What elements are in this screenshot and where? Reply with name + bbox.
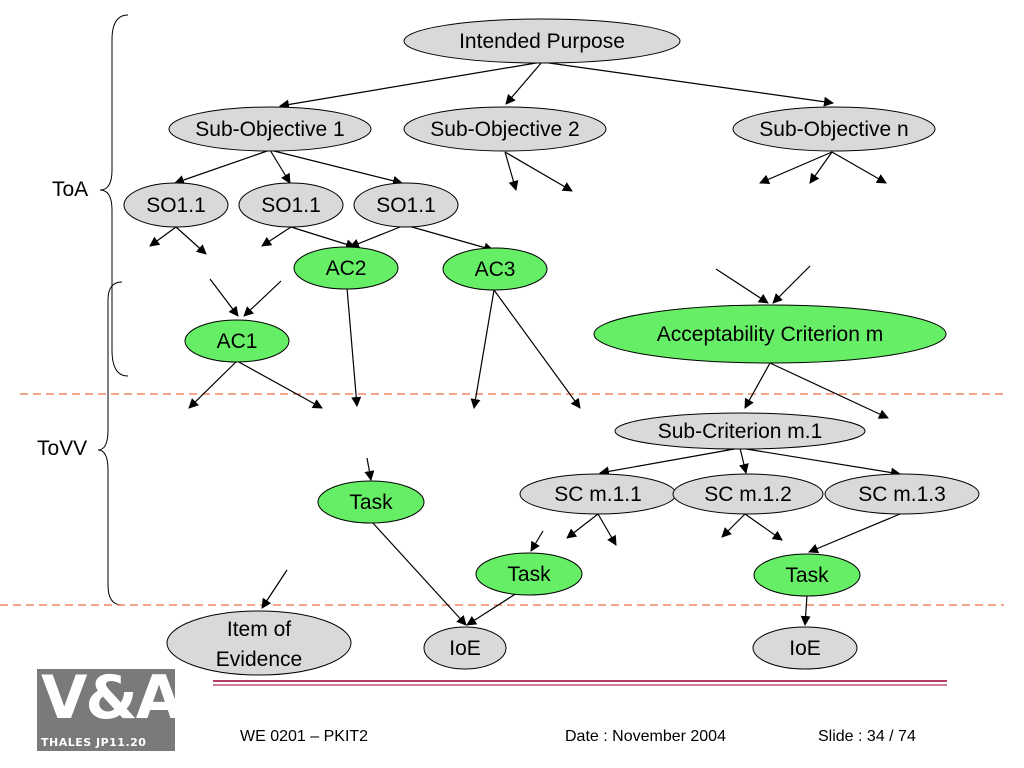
- toa-label: ToA: [52, 178, 88, 201]
- node-sub-criterion-m1: Sub-Criterion m.1: [614, 412, 866, 450]
- node-task-left: Task: [317, 480, 425, 524]
- edge-sc1-a: [566, 513, 599, 539]
- node-sub-objective-1: Sub-Objective 1: [168, 106, 372, 152]
- logo-main-text: V&A: [41, 669, 175, 733]
- tovv-brace: [97, 281, 123, 606]
- node-sub-objective-2: Sub-Objective 2: [403, 106, 607, 152]
- logo-sub-text: THALES JP11.20: [41, 736, 147, 749]
- node-sub-criterion-m1-label: Sub-Criterion m.1: [658, 420, 823, 443]
- edge-sub1-so1: [174, 149, 271, 185]
- edge-sc1-b: [597, 513, 617, 546]
- node-so-1: SO1.1: [123, 182, 229, 228]
- edge-in-acm-b: [772, 265, 811, 304]
- toa-brace: [99, 14, 129, 377]
- edge-so1-a: [149, 226, 177, 247]
- node-ac2: AC2: [293, 246, 399, 290]
- edge-so3-ac2: [349, 224, 406, 249]
- edge-in-task-mid: [530, 530, 544, 552]
- node-item-of-evidence-line1: Item of: [227, 618, 291, 641]
- edge-so2-ac2: [290, 226, 356, 250]
- node-so-1-label: SO1.1: [146, 194, 206, 217]
- edge-ac2-down: [346, 287, 362, 407]
- footer-slide-number: Slide : 34 / 74: [818, 728, 916, 745]
- tovv-label: ToVV: [37, 437, 87, 460]
- edge-task-right-ioe: [800, 594, 811, 626]
- node-sub-objective-n-label: Sub-Objective n: [759, 118, 908, 141]
- node-sub-objective-1-label: Sub-Objective 1: [195, 118, 344, 141]
- node-ac2-label: AC2: [326, 257, 367, 280]
- node-ac3-label: AC3: [475, 258, 516, 281]
- node-sc-m12-label: SC m.1.2: [704, 483, 792, 506]
- node-ioe-right-label: IoE: [789, 637, 821, 660]
- edge-ip-so1: [279, 61, 543, 110]
- edge-in-item-evidence: [261, 569, 288, 609]
- node-sc-m13: SC m.1.3: [824, 473, 980, 515]
- edge-ac3-b: [493, 289, 581, 409]
- edge-subn-b: [809, 151, 833, 184]
- edge-sc2-a: [721, 513, 746, 538]
- edge-ac1-b: [236, 360, 323, 409]
- edge-sc3-task: [808, 513, 901, 554]
- edge-in-task-left: [364, 457, 375, 481]
- node-item-of-evidence: Item of Evidence: [166, 610, 352, 676]
- edge-subn-a: [759, 151, 833, 185]
- node-task-left-label: Task: [349, 491, 393, 514]
- edge-sub1-so2: [269, 149, 291, 184]
- node-so-2-label: SO1.1: [261, 194, 321, 217]
- node-sub-objective-n: Sub-Objective n: [732, 106, 936, 152]
- node-sc-m13-label: SC m.1.3: [858, 483, 946, 506]
- node-task-mid-label: Task: [507, 563, 551, 586]
- node-acceptability-criterion-m-label: Acceptability Criterion m: [657, 323, 883, 346]
- node-task-mid: Task: [475, 552, 583, 596]
- edge-task-mid-ioe: [466, 592, 518, 626]
- node-ac3: AC3: [442, 247, 548, 291]
- edge-sub-sc2: [739, 447, 749, 474]
- edge-ip-so2: [505, 61, 543, 105]
- edge-sub-sc1: [599, 447, 741, 477]
- edge-sub2-b: [504, 151, 573, 192]
- node-so-3-label: SO1.1: [376, 194, 436, 217]
- edge-ac1-a: [188, 360, 238, 409]
- node-task-right-label: Task: [785, 564, 829, 587]
- node-task-right: Task: [753, 553, 861, 597]
- node-ioe-left: IoE: [423, 626, 507, 670]
- node-ioe-right: IoE: [752, 626, 858, 670]
- node-sc-m12: SC m.1.2: [672, 473, 824, 515]
- va-thales-logo: V&A THALES JP11.20: [37, 669, 175, 751]
- node-intended-purpose-label: Intended Purpose: [459, 30, 625, 53]
- edge-so1-b: [175, 226, 207, 255]
- edge-ac3-a: [470, 289, 495, 409]
- edge-in-ac1-b: [243, 280, 282, 317]
- edge-subn-c: [831, 151, 887, 184]
- edge-ip-son: [541, 61, 834, 107]
- node-acceptability-criterion-m: Acceptability Criterion m: [593, 304, 947, 364]
- node-sc-m11: SC m.1.1: [519, 473, 677, 515]
- node-sc-m11-label: SC m.1.1: [554, 483, 642, 506]
- node-so-3: SO1.1: [353, 182, 459, 228]
- connector-group: [149, 61, 901, 626]
- node-ac1: AC1: [184, 319, 290, 363]
- edge-acm-out: [769, 362, 889, 419]
- node-ac1-label: AC1: [217, 330, 258, 353]
- footer-date: Date : November 2004: [565, 728, 726, 745]
- footer-reference: WE 0201 – PKIT2: [240, 728, 369, 745]
- edge-sub2-a: [504, 151, 519, 191]
- edge-sub-sc3: [739, 447, 901, 478]
- edge-sc2-b: [744, 513, 783, 541]
- node-item-of-evidence-line2: Evidence: [216, 648, 302, 671]
- edge-task-left-ioe: [371, 521, 467, 626]
- node-sub-objective-2-label: Sub-Objective 2: [430, 118, 579, 141]
- node-so-2: SO1.1: [238, 182, 344, 228]
- node-intended-purpose: Intended Purpose: [403, 18, 681, 64]
- edge-acm-sub: [744, 362, 771, 409]
- edge-so3-ac3: [404, 224, 494, 253]
- edge-in-acm-a: [715, 268, 769, 304]
- edge-so2-a: [261, 226, 292, 247]
- edge-sub1-so3: [269, 149, 403, 186]
- edge-in-ac1-a: [209, 278, 239, 317]
- node-ioe-left-label: IoE: [449, 637, 481, 660]
